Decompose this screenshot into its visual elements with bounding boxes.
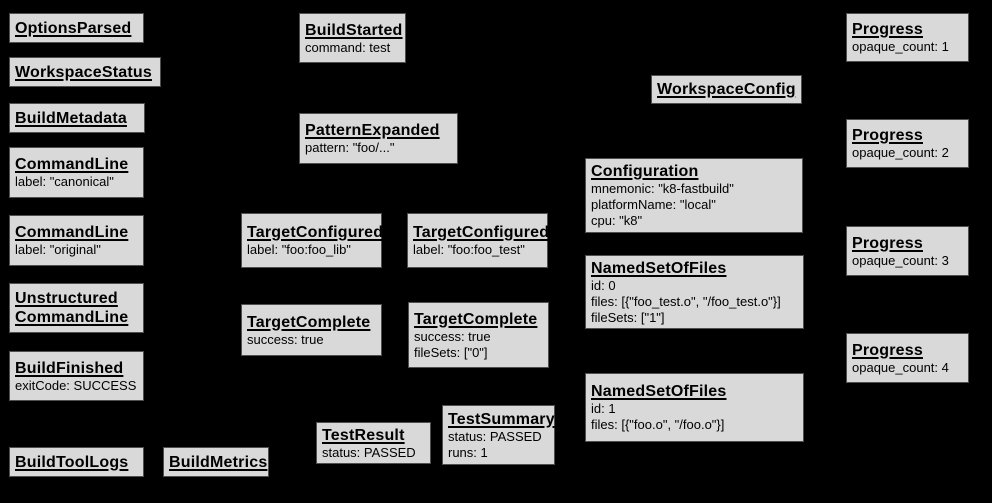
node-test-summary: TestSummary status: PASSED runs: 1 bbox=[442, 405, 555, 465]
node-progress-4: Progress opaque_count: 4 bbox=[846, 333, 969, 383]
node-title: Unstructured CommandLine bbox=[15, 290, 129, 326]
node-field: status: PASSED bbox=[322, 444, 416, 460]
node-title: BuildMetadata bbox=[15, 109, 127, 127]
node-title: TargetConfigured bbox=[413, 224, 550, 241]
node-title: NamedSetOfFiles bbox=[591, 383, 727, 400]
node-field: success: true bbox=[247, 331, 324, 347]
node-field: fileSets: ["0"] bbox=[414, 344, 488, 360]
node-field: opaque_count: 3 bbox=[852, 252, 949, 268]
node-target-complete-foo-test: TargetComplete success: true fileSets: [… bbox=[408, 302, 549, 368]
node-field: label: "foo:foo_lib" bbox=[247, 242, 351, 257]
node-title: BuildFinished bbox=[15, 359, 124, 377]
node-named-set-of-files-0: NamedSetOfFiles id: 0 files: [{"foo_test… bbox=[585, 255, 804, 329]
node-field: files: [{"foo_test.o", "/foo_test.o"}] bbox=[591, 293, 781, 309]
node-title: WorkspaceStatus bbox=[15, 63, 152, 81]
node-build-finished: BuildFinished exitCode: SUCCESS bbox=[9, 351, 144, 401]
node-named-set-of-files-1: NamedSetOfFiles id: 1 files: [{"foo.o", … bbox=[585, 373, 804, 442]
node-progress-2: Progress opaque_count: 2 bbox=[846, 119, 969, 168]
node-target-complete-foo-lib: TargetComplete success: true bbox=[241, 304, 382, 356]
node-title: Progress bbox=[852, 21, 923, 38]
node-title: BuildToolLogs bbox=[15, 453, 129, 471]
node-title: TestResult bbox=[322, 426, 405, 444]
node-build-metadata: BuildMetadata bbox=[9, 103, 145, 133]
node-field: files: [{"foo.o", "/foo.o"}] bbox=[591, 417, 725, 432]
node-configuration: Configuration mnemonic: "k8-fastbuild" p… bbox=[585, 158, 803, 233]
node-build-started: BuildStarted command: test bbox=[299, 13, 406, 63]
node-title: Progress bbox=[852, 234, 923, 252]
node-title: BuildStarted bbox=[305, 21, 403, 39]
node-field: opaque_count: 4 bbox=[852, 359, 949, 375]
node-field: pattern: "foo/..." bbox=[305, 140, 395, 155]
node-field: fileSets: ["1"] bbox=[591, 309, 665, 325]
node-command-line-original: CommandLine label: "original" bbox=[9, 215, 144, 266]
node-title: BuildMetrics bbox=[169, 453, 268, 471]
node-title: Progress bbox=[852, 341, 923, 359]
node-title: Progress bbox=[852, 127, 923, 144]
node-title: WorkspaceConfig bbox=[657, 81, 796, 98]
node-progress-3: Progress opaque_count: 3 bbox=[846, 226, 969, 276]
node-options-parsed: OptionsParsed bbox=[9, 13, 144, 43]
node-field: command: test bbox=[305, 39, 391, 55]
node-target-configured-foo-lib: TargetConfigured label: "foo:foo_lib" bbox=[241, 213, 384, 268]
node-title: TargetConfigured bbox=[247, 224, 384, 241]
node-field: success: true bbox=[414, 328, 491, 344]
node-unstructured-command-line: Unstructured CommandLine bbox=[9, 283, 144, 333]
node-build-metrics: BuildMetrics bbox=[163, 447, 269, 477]
node-test-result: TestResult status: PASSED bbox=[316, 422, 431, 464]
node-field: mnemonic: "k8-fastbuild" bbox=[591, 181, 734, 196]
node-field: exitCode: SUCCESS bbox=[15, 377, 137, 393]
node-title: TargetComplete bbox=[414, 310, 538, 328]
node-field: cpu: "k8" bbox=[591, 213, 643, 228]
node-field: runs: 1 bbox=[448, 444, 488, 460]
node-field: label: "foo:foo_test" bbox=[413, 242, 525, 257]
node-title: TestSummary bbox=[448, 410, 555, 428]
node-field: id: 0 bbox=[591, 277, 616, 293]
node-title: CommandLine bbox=[15, 224, 129, 241]
node-field: label: "canonical" bbox=[15, 174, 114, 189]
node-title: NamedSetOfFiles bbox=[591, 259, 727, 277]
node-title: PatternExpanded bbox=[305, 122, 440, 139]
node-field: status: PASSED bbox=[448, 428, 542, 444]
node-target-configured-foo-test: TargetConfigured label: "foo:foo_test" bbox=[407, 213, 550, 268]
node-field: opaque_count: 1 bbox=[852, 39, 949, 54]
node-title: OptionsParsed bbox=[15, 19, 132, 37]
node-workspace-config: WorkspaceConfig bbox=[651, 75, 802, 104]
node-progress-1: Progress opaque_count: 1 bbox=[846, 13, 969, 62]
node-pattern-expanded: PatternExpanded pattern: "foo/..." bbox=[299, 113, 458, 164]
node-workspace-status: WorkspaceStatus bbox=[9, 57, 161, 87]
node-field: opaque_count: 2 bbox=[852, 145, 949, 160]
node-title: Configuration bbox=[591, 163, 699, 180]
node-field: platformName: "local" bbox=[591, 197, 716, 212]
node-field: label: "original" bbox=[15, 242, 101, 257]
node-command-line-canonical: CommandLine label: "canonical" bbox=[9, 147, 144, 198]
node-title: TargetComplete bbox=[247, 313, 371, 331]
node-field: id: 1 bbox=[591, 401, 616, 416]
node-build-tool-logs: BuildToolLogs bbox=[9, 447, 144, 477]
node-title: CommandLine bbox=[15, 156, 129, 173]
